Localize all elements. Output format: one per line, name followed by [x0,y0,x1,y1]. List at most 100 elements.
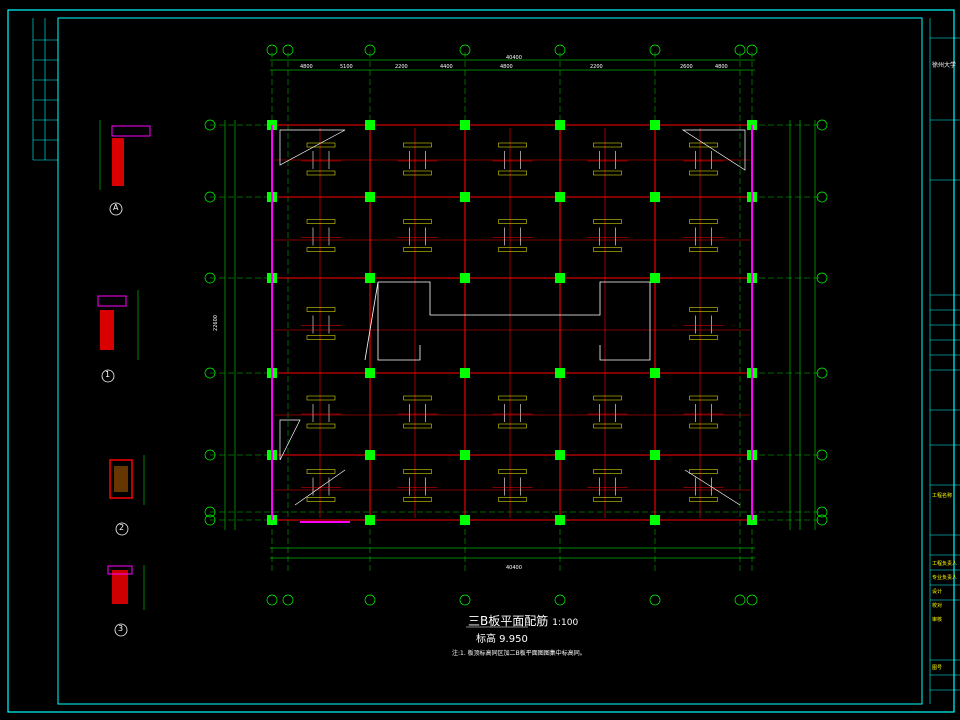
column [650,120,660,130]
rebar-mark [689,219,718,224]
rebar-mark [593,469,622,474]
drawing-note: 注:1. 板顶标高同区加二B板平面图图集中标高同。 [452,648,586,657]
column [365,368,375,378]
section-details [97,120,151,637]
column [555,368,565,378]
rebar-mark [689,170,718,176]
column [365,273,375,283]
rebar-mark [306,497,336,502]
rebar-mark [306,142,336,148]
top-axis-bubbles [266,44,758,56]
column [460,273,470,283]
rebar-mark [306,219,336,224]
rebar-mark [593,170,622,176]
rebar-mark [498,142,527,148]
top-axis-bubble [734,44,746,56]
column [460,192,470,202]
rebar-mark [593,219,622,224]
column [460,450,470,460]
dimension-lines [224,59,816,559]
inner-frame [57,17,923,705]
bottom-axis-bubble [282,594,294,606]
column [555,273,565,283]
top-segment-dim: 2200 [590,64,603,70]
note-text: 板顶标高同区加二B板平面图图集中标高同。 [467,650,586,657]
rebar-mark [403,142,432,148]
rebar-mark [403,219,432,224]
title-block [929,18,960,704]
rebar-mark [498,219,527,224]
column [365,120,375,130]
rebar-mark [689,497,718,502]
column [650,515,660,525]
columns [267,120,757,525]
rebar-mark [689,395,718,401]
tb-line-3: 校对 [932,603,943,609]
left-axis-bubble [204,191,216,203]
column [555,450,565,460]
left-axis-bubbles [204,119,216,526]
rebar-mark [403,469,432,474]
bottom-axis-bubble [266,594,278,606]
left-strip [32,18,58,161]
project-name: 工程名称 [932,493,953,499]
rebar-mark [403,395,432,401]
corner-panels [279,129,746,506]
column [650,192,660,202]
tb-line-2: 设计 [932,589,943,595]
top-segment-dim: 4800 [300,64,313,70]
rebar-mark [306,469,336,474]
column [650,273,660,283]
top-axis-bubble [266,44,278,56]
detail-label-1: 1 [105,370,111,379]
rebar-mark [498,469,527,474]
column [365,450,375,460]
top-axis-bubble [282,44,294,56]
left-axis-bubble [204,119,216,131]
top-segment-dim: 2200 [395,64,408,70]
rebar-mark [689,423,718,429]
column [460,368,470,378]
right-axis-bubble [816,514,828,526]
detail-label-2: 2 [119,523,125,532]
column [650,450,660,460]
column [460,515,470,525]
rebar-mark [689,307,718,312]
tb-line-1: 专业负责人 [932,575,958,581]
top-axis-bubble [554,44,566,56]
rebar-mark [593,247,622,252]
detail-label-3: 3 [118,624,124,633]
drawing-title-text: 三B板平面配筋 [468,614,549,628]
bottom-axis-bubble [459,594,471,606]
column [555,192,565,202]
rebar-mark [498,395,527,401]
top-segment-dim: 4400 [440,64,453,70]
right-axis-bubble [816,272,828,284]
drawing-scale: 1:100 [552,618,579,628]
bottom-axis-bubble [649,594,661,606]
rebar-mark [593,497,622,502]
column [365,192,375,202]
company-name: 徐州大学 [932,62,957,69]
bottom-axis-bubble [746,594,758,606]
column [555,120,565,130]
tb-line-4: 审核 [932,617,943,623]
floor-opening [364,281,651,361]
rebar-mark [498,170,527,176]
column [650,368,660,378]
rebar-mark [498,497,527,502]
left-axis-bubble [204,449,216,461]
rebar-mark [306,307,336,312]
rebar-mark [306,423,336,429]
bottom-axis-bubble [364,594,376,606]
top-segment-dim: 2600 [680,64,693,70]
top-axis-bubble [364,44,376,56]
column [555,515,565,525]
tb-line-5: 图号 [932,665,943,671]
rebar-mark [498,423,527,429]
drawing-level: 标高 9.950 [476,634,528,645]
rebar-mark [498,247,527,252]
left-axis-bubble [204,514,216,526]
rebar-mark [403,497,432,502]
